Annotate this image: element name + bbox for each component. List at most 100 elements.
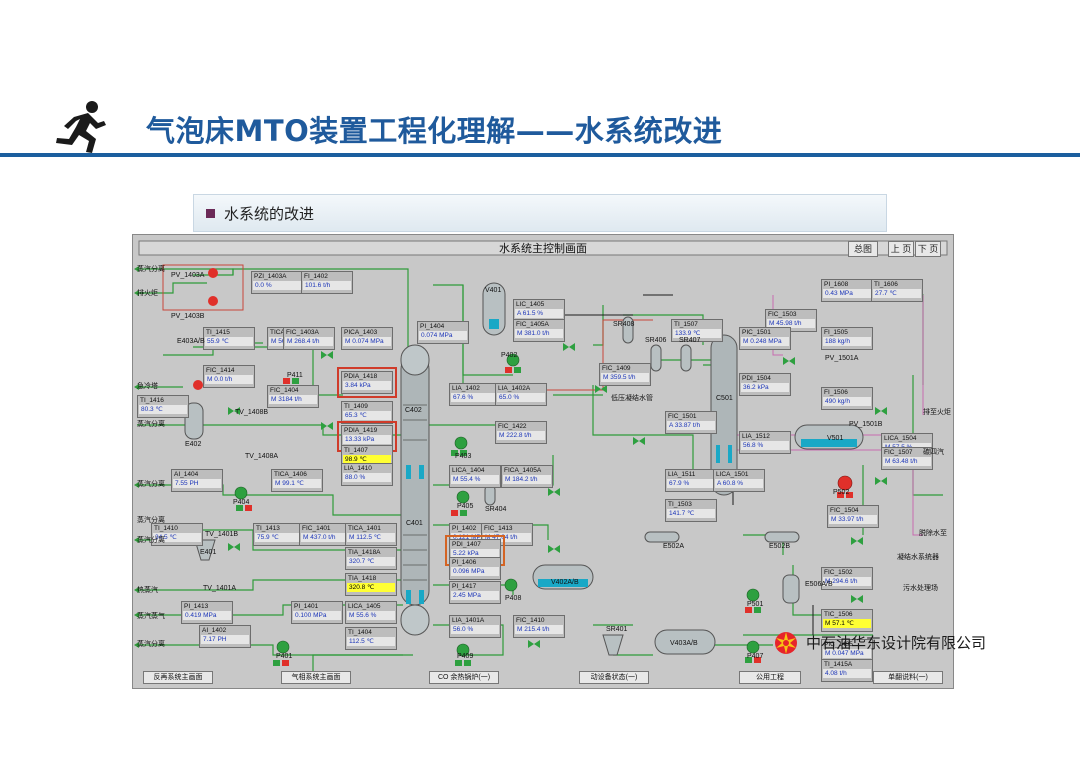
- next-page-button[interactable]: 下 页: [915, 241, 941, 257]
- instrument-tag-value: 141.7 ℃: [667, 509, 715, 518]
- instrument-tag-name: LIA_1401A: [452, 617, 485, 624]
- slide-title: 气泡床MTO装置工程化理解——水系统改进: [146, 114, 723, 148]
- bottom-button-gas-phase[interactable]: 气相系统主画面: [281, 671, 351, 684]
- instrument-tag-name: LIA_1402: [452, 385, 480, 392]
- stream-label-2: 排火炬: [137, 290, 158, 297]
- running-man-icon: [56, 101, 106, 153]
- instrument-tag-name: LIC_1405: [516, 301, 545, 308]
- instrument-tag-name: FIC_1403A: [286, 329, 319, 336]
- instrument-tag-name: TICA_1406: [274, 471, 307, 478]
- label-p407: P407: [747, 653, 764, 660]
- bottom-button-reactor[interactable]: 反再系统主画面: [143, 671, 213, 684]
- instrument-tag-value: 56.0 %: [451, 625, 499, 634]
- instrument-tag-name: PI_1608: [824, 281, 849, 288]
- instrument-tag-name: PIC_1501: [742, 329, 771, 336]
- bottom-button-co-boiler[interactable]: CO 余热锅炉(一): [429, 671, 499, 684]
- label-v403: V403A/B: [670, 640, 698, 647]
- label-tv-1401a: TV_1401A: [203, 585, 237, 592]
- instrument-tag-value: M 222.8 t/h: [497, 431, 545, 440]
- instrument-tag-value: 0.419 MPa: [183, 611, 231, 620]
- bottom-button-equipment-status[interactable]: 动设备状态(一): [579, 671, 649, 684]
- instrument-tag-name: TIA_1418A: [348, 549, 381, 556]
- instrument-tag-value: 0.43 MPa: [823, 289, 871, 298]
- bottom-button-single[interactable]: 单翻说料(一): [873, 671, 943, 684]
- instrument-tag-value: 65.0 %: [497, 393, 545, 402]
- instrument-tag-value: 7.17 PH: [201, 635, 249, 644]
- instrument-tag-name: TI_1407: [344, 447, 368, 454]
- home-button[interactable]: 总图: [848, 241, 878, 257]
- instrument-tag-value: A 61.5 %: [515, 309, 563, 318]
- instrument-tag-name: PDIA_1419: [344, 427, 378, 434]
- label-tv-1408b: TV_1408B: [235, 409, 269, 416]
- instrument-tag-name: TICA_1401: [348, 525, 381, 532]
- label-p402: P402: [501, 352, 518, 359]
- label-p502: P502: [833, 489, 850, 496]
- prev-page-button[interactable]: 上 页: [888, 241, 914, 257]
- stream-label-6: 蒸汽分离: [137, 517, 165, 524]
- instrument-tag-name: FI_1506: [824, 389, 848, 396]
- label-sr401: SR401: [606, 626, 628, 633]
- instrument-tag-name: PI_1401: [294, 603, 319, 610]
- instrument-tag-name: FIC_1504: [830, 507, 859, 514]
- instrument-tag-name: TI_1606: [874, 281, 898, 288]
- bottom-button-utilities[interactable]: 公用工程: [739, 671, 801, 684]
- instrument-tag-value: 112.5 ℃: [347, 637, 395, 646]
